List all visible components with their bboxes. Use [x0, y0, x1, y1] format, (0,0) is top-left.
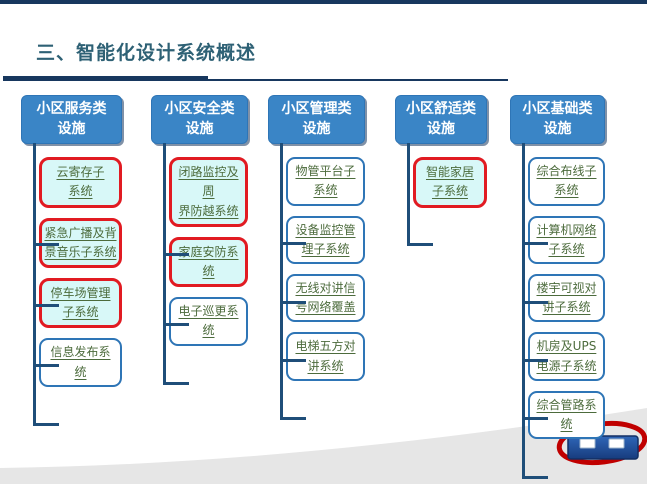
connector-stub [522, 241, 548, 245]
comfort-item-0: 智能家居 子系统 [413, 157, 487, 208]
top-rule [0, 0, 647, 4]
security-item-0: 闭路监控及周 界防越系统 [169, 157, 248, 227]
connector-stub [33, 422, 59, 426]
management-items: 物管平台子 系统设备监控管 理子系统无线对讲信 号网络覆盖电梯五方对 讲系统 [286, 157, 365, 381]
column-comfort: 小区舒适类 设施智能家居 子系统 [395, 95, 487, 208]
connector-stub [163, 322, 189, 326]
connector-trunk [522, 143, 525, 478]
management-item-3: 电梯五方对 讲系统 [286, 332, 365, 381]
column-infrastructure: 小区基础类 设施综合布线子 系统计算机网络 子系统楼宇可视对 讲子系统机房及UP… [510, 95, 605, 440]
management-item-2: 无线对讲信 号网络覆盖 [286, 273, 365, 323]
title-underline-thin [208, 79, 508, 81]
security-items: 闭路监控及周 界防越系统家庭安防系 统电子巡更系 统 [169, 157, 248, 346]
connector-stub [163, 381, 189, 385]
security-item-1: 家庭安防系 统 [169, 236, 248, 288]
connector-stub [522, 358, 548, 362]
connector-stub [280, 300, 306, 304]
service-item-0: 云寄存子 系统 [39, 157, 122, 208]
connector-stub [280, 358, 306, 362]
connector-trunk [280, 143, 283, 419]
management-item-0: 物管平台子 系统 [286, 157, 365, 206]
security-header: 小区安全类 设施 [151, 95, 248, 145]
infrastructure-item-3: 机房及UPS 电源子系统 [528, 332, 605, 381]
infrastructure-items: 综合布线子 系统计算机网络 子系统楼宇可视对 讲子系统机房及UPS 电源子系统综… [528, 157, 605, 440]
service-item-2: 停车场管理 子系统 [39, 277, 122, 329]
infrastructure-item-4: 综合管路系 统 [528, 390, 605, 440]
management-item-1: 设备监控管 理子系统 [286, 215, 365, 264]
connector-stub [522, 416, 548, 420]
security-item-2: 电子巡更系 统 [169, 297, 248, 346]
service-item-1: 紧急广播及背 景音乐子系统 [39, 217, 122, 268]
comfort-header: 小区舒适类 设施 [395, 95, 487, 145]
connector-trunk [163, 143, 166, 384]
infrastructure-item-2: 楼宇可视对 讲子系统 [528, 273, 605, 323]
infrastructure-header: 小区基础类 设施 [510, 95, 605, 145]
management-header: 小区管理类 设施 [268, 95, 365, 145]
connector-stub [33, 303, 59, 307]
connector-stub [407, 242, 433, 246]
connector-stub [522, 300, 548, 304]
connector-stub [163, 252, 189, 256]
service-item-3: 信息发布系 统 [39, 338, 122, 387]
comfort-items: 智能家居 子系统 [413, 157, 487, 208]
connector-trunk [407, 143, 410, 245]
column-service: 小区服务类 设施云寄存子 系统紧急广播及背 景音乐子系统停车场管理 子系统信息发… [21, 95, 122, 387]
connector-stub [33, 242, 59, 246]
page-title: 三、智能化设计系统概述 [36, 42, 257, 64]
title-underline-thick [3, 76, 208, 81]
connector-stub [522, 475, 548, 479]
service-items: 云寄存子 系统紧急广播及背 景音乐子系统停车场管理 子系统信息发布系 统 [39, 157, 122, 387]
connector-stub [33, 363, 59, 367]
infrastructure-item-0: 综合布线子 系统 [528, 157, 605, 206]
column-management: 小区管理类 设施物管平台子 系统设备监控管 理子系统无线对讲信 号网络覆盖电梯五… [268, 95, 365, 381]
column-security: 小区安全类 设施闭路监控及周 界防越系统家庭安防系 统电子巡更系 统 [151, 95, 248, 346]
connector-trunk [33, 143, 36, 425]
connector-stub [280, 241, 306, 245]
infrastructure-item-1: 计算机网络 子系统 [528, 215, 605, 264]
service-header: 小区服务类 设施 [21, 95, 122, 145]
connector-stub [280, 416, 306, 420]
